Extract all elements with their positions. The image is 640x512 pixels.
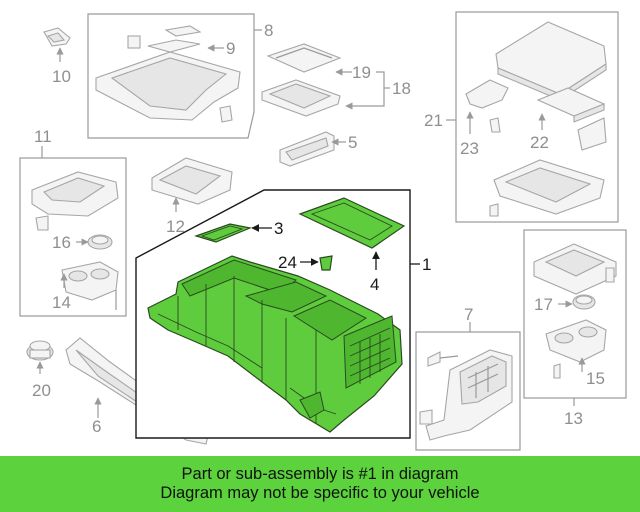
part-1-console-housing[interactable] — [147, 255, 403, 433]
callout-16[interactable]: 16 — [52, 233, 71, 252]
callout-9[interactable]: 9 — [226, 39, 235, 58]
callout-12[interactable]: 12 — [166, 217, 185, 236]
callout-17[interactable]: 17 — [534, 295, 553, 314]
callout-10[interactable]: 10 — [52, 67, 71, 86]
part-18-tray[interactable] — [261, 79, 341, 117]
leader-18 — [345, 71, 385, 110]
callout-13[interactable]: 13 — [564, 409, 583, 428]
part-22-pad[interactable] — [536, 87, 607, 151]
part-8-tray[interactable] — [95, 35, 241, 123]
part-17-cup-ring[interactable] — [572, 294, 596, 310]
callout-24[interactable]: 24 — [278, 253, 297, 272]
callout-14[interactable]: 14 — [52, 293, 71, 312]
callout-23[interactable]: 23 — [460, 139, 479, 158]
part-15-cup-holder[interactable] — [545, 319, 607, 379]
callout-4[interactable]: 4 — [370, 275, 379, 294]
part-21-armrest-lid[interactable] — [495, 21, 607, 101]
part-23-hinge[interactable] — [465, 79, 509, 133]
part-19-mat[interactable] — [266, 43, 342, 73]
banner-line-2: Diagram may not be specific to your vehi… — [160, 484, 480, 502]
callout-7[interactable]: 7 — [464, 305, 473, 324]
callout-6[interactable]: 6 — [92, 417, 101, 436]
callout-18[interactable]: 18 — [392, 79, 411, 98]
part-7-side-panel[interactable] — [419, 349, 513, 441]
part-9-pad[interactable] — [147, 25, 202, 53]
part-3-lid[interactable] — [194, 223, 253, 243]
callout-22[interactable]: 22 — [530, 133, 549, 152]
info-banner: Part or sub-assembly is #1 in diagram Di… — [0, 456, 640, 512]
callout-1[interactable]: 1 — [422, 255, 431, 274]
box-13 — [523, 229, 627, 399]
callout-19[interactable]: 19 — [352, 63, 371, 82]
callout-3[interactable]: 3 — [274, 219, 283, 238]
callout-20[interactable]: 20 — [32, 381, 51, 400]
part-5-bracket[interactable] — [279, 131, 335, 167]
parts-diagram: 10 8 9 19 18 5 11 — [19, 11, 627, 451]
part-12-panel[interactable] — [151, 157, 233, 205]
part-11-bezel[interactable] — [31, 171, 119, 231]
part-21-base[interactable] — [489, 159, 605, 217]
part-14-cup-holder[interactable] — [61, 261, 119, 310]
part-20-button[interactable] — [26, 340, 54, 361]
part-13-bezel[interactable] — [533, 243, 617, 295]
part-4-mat[interactable] — [298, 197, 406, 249]
part-10-clip[interactable] — [43, 27, 71, 47]
callout-8[interactable]: 8 — [264, 21, 273, 40]
callout-11[interactable]: 11 — [34, 127, 52, 146]
callout-5[interactable]: 5 — [348, 133, 357, 152]
callout-21[interactable]: 21 — [424, 111, 443, 130]
part-16-cup-ring[interactable] — [87, 234, 113, 250]
banner-line-1: Part or sub-assembly is #1 in diagram — [181, 465, 459, 483]
callout-15[interactable]: 15 — [586, 369, 605, 388]
part-24-clip[interactable] — [319, 255, 333, 271]
